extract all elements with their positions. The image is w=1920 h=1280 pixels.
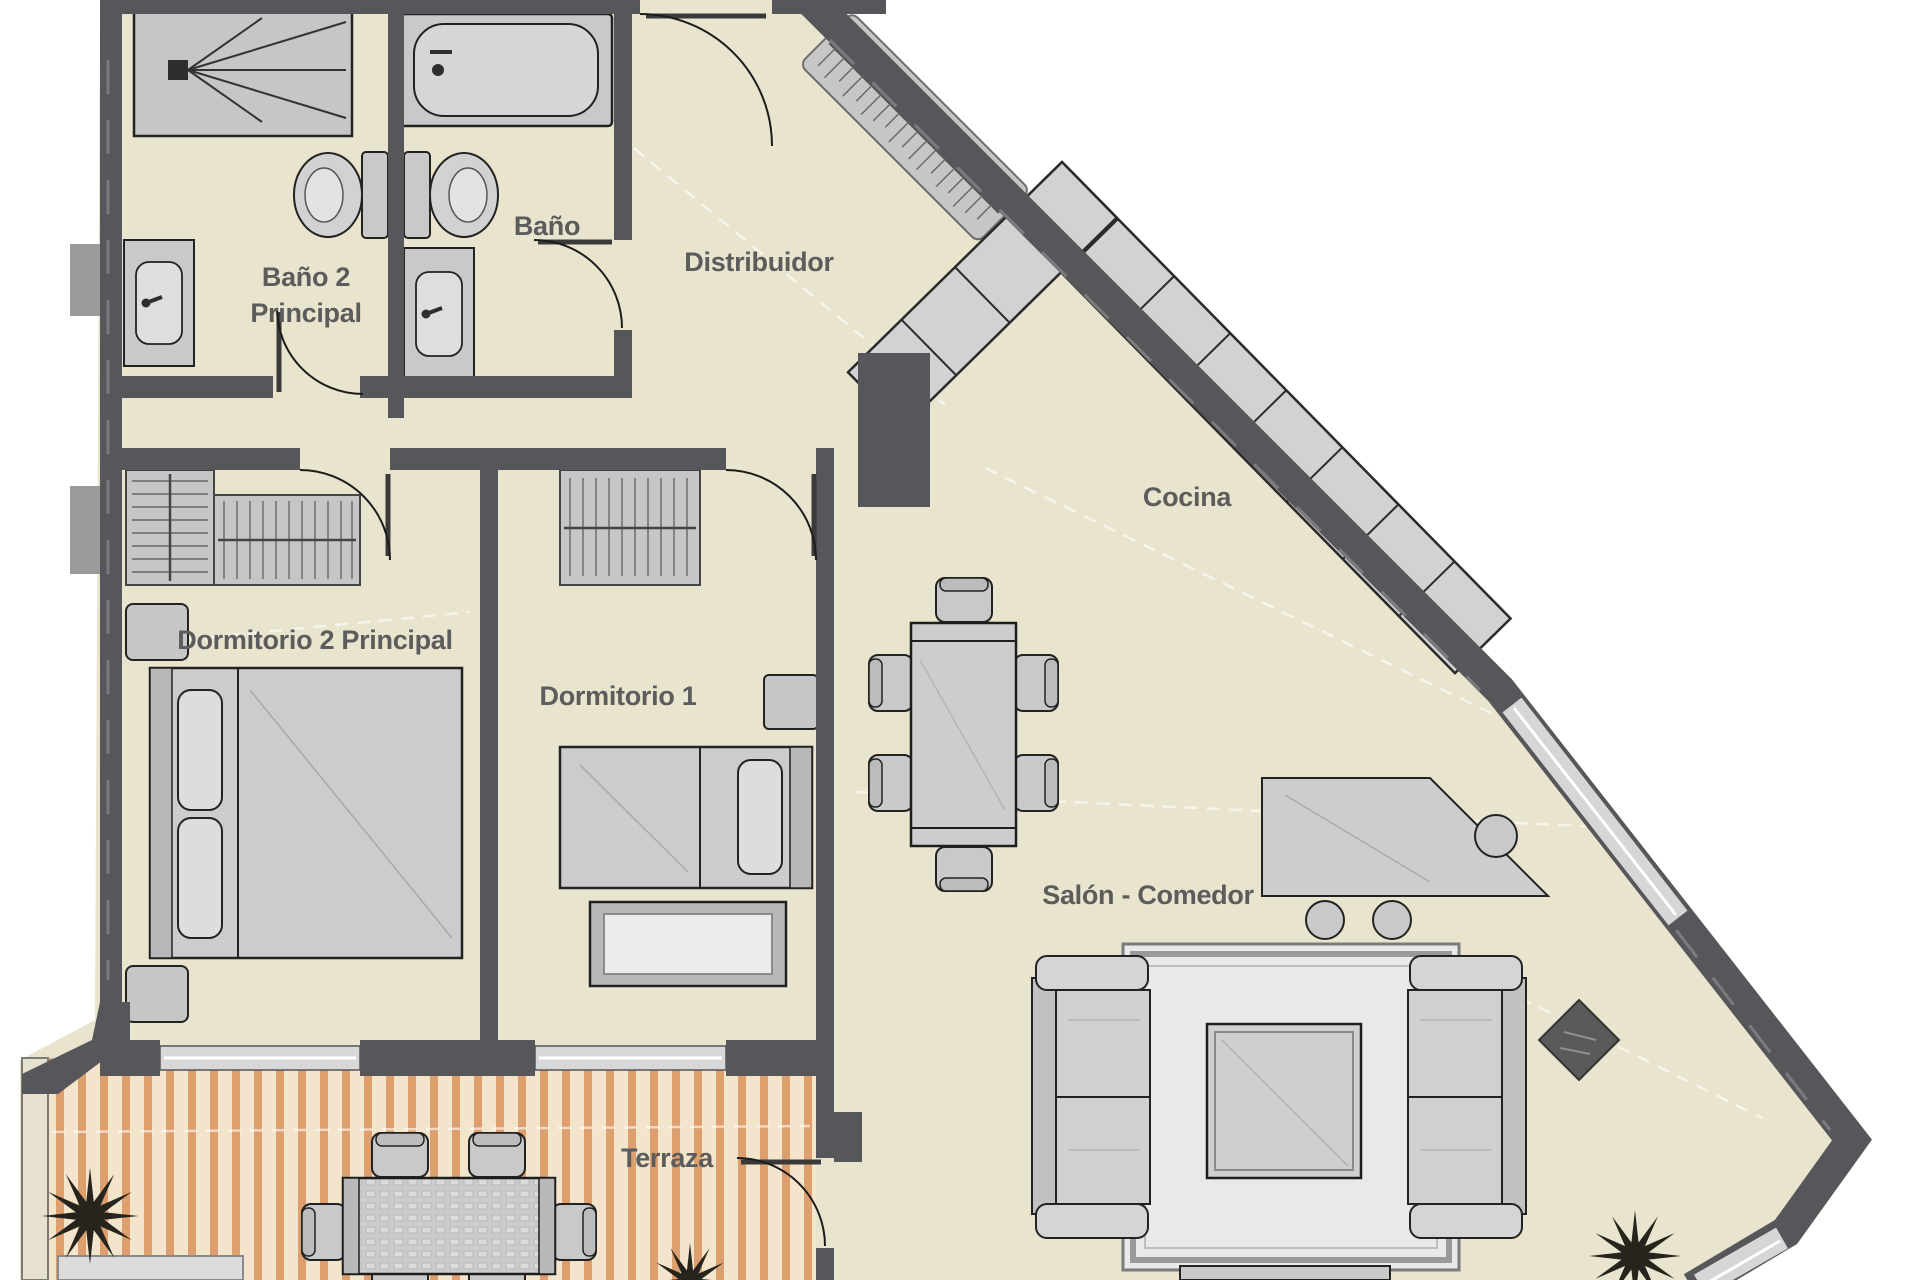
stool-icon	[1372, 900, 1412, 940]
shower-drain	[168, 60, 188, 80]
wardrobe	[559, 469, 701, 586]
terrace-door	[736, 1157, 826, 1247]
label-bano2-line2: Principal	[250, 298, 361, 328]
side-table	[1537, 998, 1621, 1082]
label-dorm2: Dormitorio 2 Principal	[177, 625, 452, 655]
wall-bedroom-divider	[480, 470, 498, 1042]
sofa	[1031, 955, 1151, 1239]
tub-faucet-icon	[432, 64, 444, 76]
outdoor-table	[341, 1176, 557, 1276]
shower-drain-lines	[187, 17, 347, 123]
entrance-door	[639, 13, 773, 147]
tv-unit	[1179, 1265, 1391, 1280]
bathroom-door	[533, 239, 623, 329]
label-distribuidor: Distribuidor	[684, 247, 834, 277]
coffee-table	[1205, 1022, 1363, 1180]
bathroom2-door	[276, 307, 364, 395]
sofa	[1407, 955, 1527, 1239]
bedroom1-door	[725, 469, 817, 561]
wall-terrace-corner	[22, 1002, 130, 1094]
single-bed	[558, 745, 814, 890]
double-bed	[148, 666, 464, 960]
stool-icon	[1305, 900, 1345, 940]
pillow	[737, 759, 783, 875]
sink-icon	[415, 271, 463, 357]
room-labels: Baño 2 Principal Baño Distribuidor Cocin…	[177, 211, 1255, 1173]
wall-terrace-right	[816, 1076, 834, 1158]
label-dorm1: Dormitorio 1	[540, 681, 697, 711]
dining-table	[909, 621, 1018, 848]
toilet-tank	[403, 151, 431, 239]
label-salon: Salón - Comedor	[1042, 880, 1254, 910]
stool-icon	[1474, 814, 1518, 858]
bedroom2-door	[299, 469, 391, 561]
wardrobe	[125, 469, 215, 586]
wall-salon	[816, 470, 834, 1042]
wardrobe	[213, 494, 361, 586]
bathroom-2-fixtures	[123, 8, 389, 367]
sink-icon	[135, 261, 183, 345]
label-terraza: Terraza	[621, 1143, 714, 1173]
shower-tray	[132, 8, 354, 138]
terrace-furniture	[41, 1132, 730, 1280]
label-bano: Baño	[514, 211, 580, 241]
wall-bedrooms-top	[122, 448, 300, 470]
label-bano2-line1: Baño 2	[262, 262, 350, 292]
bedroom-2-furniture	[125, 469, 464, 1023]
kitchen-bar	[1261, 777, 1551, 897]
window-glass	[534, 1045, 727, 1071]
wall-bath-divider	[388, 0, 404, 418]
living-area	[1031, 942, 1621, 1280]
nightstand	[125, 603, 189, 661]
pillow	[177, 689, 223, 811]
wall-bath-bottom	[360, 376, 632, 398]
bedroom-1-furniture	[558, 469, 819, 988]
windows	[159, 697, 1788, 1280]
window-glass-diagonal	[1502, 697, 1688, 926]
toilet-tank	[361, 151, 389, 239]
bathroom-fixtures	[398, 12, 614, 381]
bed-bench	[588, 900, 788, 988]
nightstand	[763, 674, 819, 730]
wall-kitchen-pier	[858, 353, 930, 507]
window-glass	[159, 1045, 361, 1071]
nightstand	[125, 965, 189, 1023]
terrace-parapet	[21, 1057, 49, 1280]
terrace-planter	[57, 1255, 244, 1280]
wall-left	[100, 0, 122, 1042]
dining-set	[868, 577, 1059, 892]
label-cocina: Cocina	[1143, 482, 1233, 512]
pillow	[177, 817, 223, 939]
wall-bath-right	[614, 0, 632, 240]
doors	[276, 13, 826, 1247]
window-glass-diagonal	[1694, 1227, 1788, 1280]
wall-top	[100, 0, 640, 14]
exterior-pilasters	[70, 244, 100, 574]
faucet-spout	[145, 295, 163, 305]
wall-bath2-bottom	[122, 376, 273, 398]
